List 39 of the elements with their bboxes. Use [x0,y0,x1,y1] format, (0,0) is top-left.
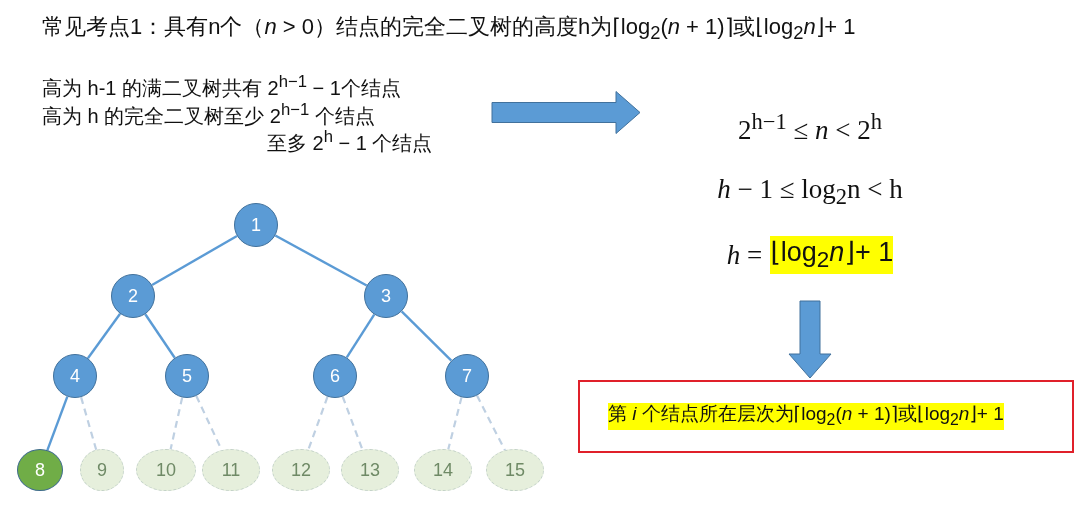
tree-node: 7 [445,354,489,398]
tree-edge [144,313,176,359]
tree-node: 4 [53,354,97,398]
empty-tree-node: 13 [341,449,399,491]
empty-tree-node: 15 [486,449,544,491]
highlighted-formula: 第 i 个结点所在层次为⌈log$_{2}$(n + 1)⌉或⌊log$_{2}$n⌋+ 1 [608,403,1004,430]
dashed-connector [169,397,184,450]
tree-edge [46,396,69,451]
block-arrow [491,91,641,134]
text-line: 至多 2$^{h}$ − 1 个结点 [266,127,433,155]
dashed-connector [80,396,98,451]
text-line: 2$^{h−1}$ ≤ n < 2$^{h}$ [738,108,882,147]
text-line: h = [726,238,763,272]
tree-node: 3 [364,274,408,318]
empty-tree-node: 9 [80,449,124,491]
text-line: 高为 h-1 的满二叉树共有 2$^{h−1}$ − 1个结点 [42,72,401,100]
title: 常见考点1：具有n个（n > 0）结点的完全二叉树的高度h为⌈log$_{2}$(n + 1)⌉或⌊log$_{2}$n⌋+ 1 [42,13,856,45]
dashed-connector [341,396,364,451]
text-line: h − 1 ≤ log$_{2}$n < h [717,172,903,211]
empty-tree-node: 12 [272,449,330,491]
empty-tree-node: 11 [202,449,260,491]
tree-node: 6 [313,354,357,398]
tree-node: 1 [234,203,278,247]
tree-node: 5 [165,354,209,398]
empty-tree-node: 14 [414,449,472,491]
tree-node: 2 [111,274,155,318]
tree-edge [400,310,453,362]
dashed-connector [307,396,329,451]
tree-edge [345,313,376,359]
tree-node: 8 [17,449,63,491]
empty-tree-node: 10 [136,449,196,491]
dashed-connector [447,397,463,450]
highlighted-formula: ⌊log$_{2}$n⌋+ 1 [770,236,894,274]
tree-edge [151,234,238,287]
text-line: 高为 h 的完全二叉树至少 2$^{h−1}$ 个结点 [42,99,375,128]
block-arrow [788,300,832,379]
tree-edge [274,234,368,287]
conclusion-box [578,380,1074,453]
tree-edge [86,313,122,359]
